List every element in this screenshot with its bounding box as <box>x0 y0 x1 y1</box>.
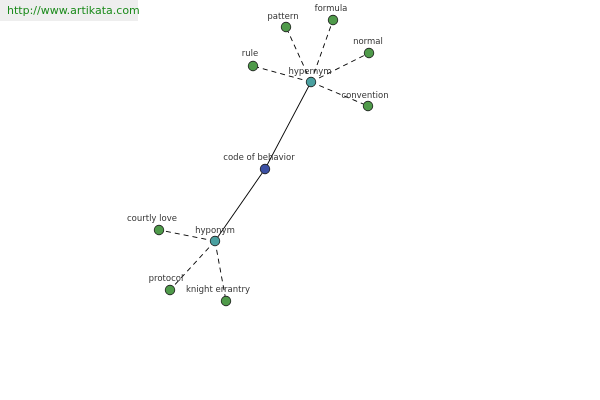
node-label-center[interactable]: code of behavior <box>223 153 295 163</box>
node-label-hypernym[interactable]: hypernym <box>288 67 331 77</box>
node-hypernym[interactable] <box>305 76 317 88</box>
node-pattern[interactable] <box>280 21 292 33</box>
edge-hypernym-convention <box>310 81 369 107</box>
node-hyponym[interactable] <box>209 235 221 247</box>
edges-layer <box>158 19 370 302</box>
node-convention[interactable] <box>362 100 374 112</box>
node-label-rule[interactable]: rule <box>242 49 258 59</box>
node-label-normal[interactable]: normal <box>353 37 383 47</box>
nodes-layer <box>153 14 375 307</box>
node-label-pattern[interactable]: pattern <box>267 12 298 22</box>
labels-layer: code of behavior hypernym hyponym pattern fo… <box>127 4 389 295</box>
node-label-hyponym[interactable]: hyponym <box>195 226 235 236</box>
node-normal[interactable] <box>363 47 375 59</box>
node-rule[interactable] <box>247 60 259 72</box>
node-label-knight-errantry[interactable]: knight errantry <box>186 285 250 295</box>
node-label-courtly-love[interactable]: courtly love <box>127 214 177 224</box>
edge-hypernym-rule <box>252 65 312 83</box>
edge-hyponym-courtly-love <box>158 229 216 242</box>
node-label-convention[interactable]: convention <box>341 91 388 101</box>
source-url-banner[interactable]: http://www.artikata.com <box>0 0 140 21</box>
node-label-protocol[interactable]: protocol <box>149 274 184 284</box>
edge-hypernym-normal <box>310 52 370 83</box>
edge-hyponym-knight-errantry <box>214 240 227 302</box>
node-knight-errantry[interactable] <box>220 295 232 307</box>
edge-hypernym-pattern <box>285 26 312 83</box>
edge-center-hyponym <box>214 168 266 242</box>
node-center[interactable] <box>259 163 271 175</box>
node-courtly-love[interactable] <box>153 224 165 236</box>
node-protocol[interactable] <box>164 284 176 296</box>
edge-hypernym-formula <box>310 19 334 83</box>
edge-center-hypernym <box>264 81 312 170</box>
edge-hyponym-protocol <box>169 240 216 291</box>
node-label-formula[interactable]: formula <box>315 4 348 14</box>
node-formula[interactable] <box>327 14 339 26</box>
